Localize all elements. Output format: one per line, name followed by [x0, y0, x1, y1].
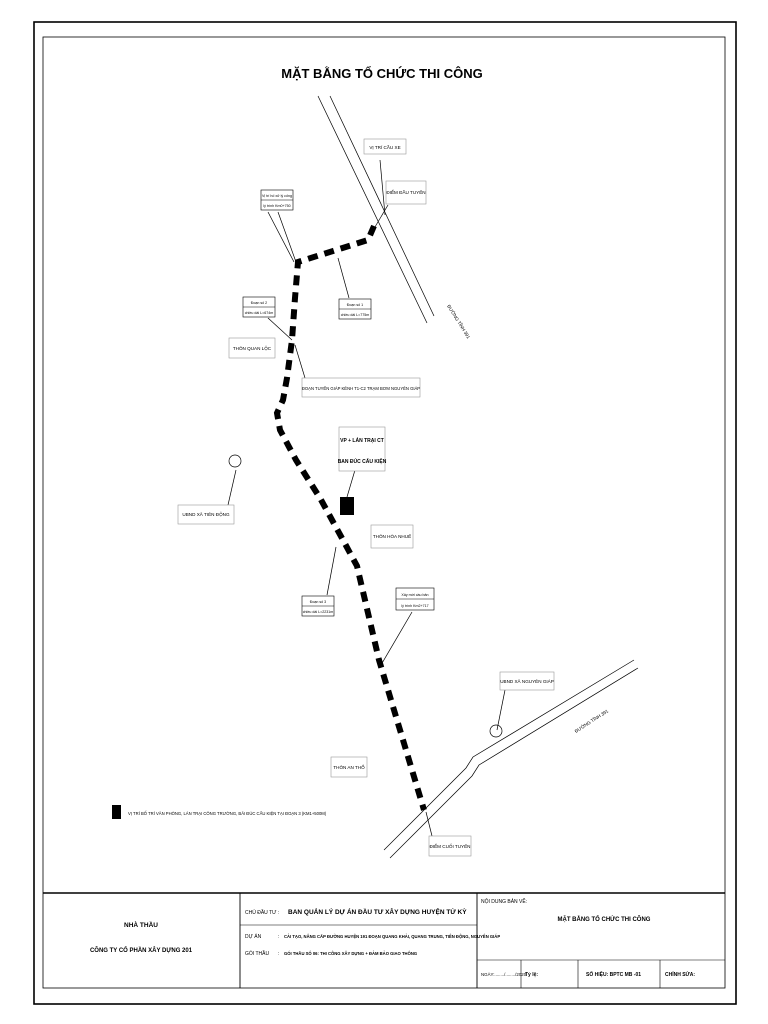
outer-border [33, 21, 737, 1005]
drawing-title: MẶT BẰNG TỔ CHỨC THI CÔNG [281, 66, 482, 81]
label-ubnd-tien-dong: UBND XÃ TIÊN ĐỘNG [177, 504, 235, 525]
svg-text:THÔN QUAN LỘC: THÔN QUAN LỘC [233, 345, 272, 351]
svg-text:chiều dài L=775m: chiều dài L=775m [341, 313, 369, 317]
site-office-marker [340, 497, 354, 515]
ubnd-tien-dong-marker [228, 454, 242, 468]
label-end-point: ĐIỂM CUỐI TUYẾN [428, 835, 472, 857]
svg-text:Đoạn số 3: Đoạn số 3 [310, 600, 326, 604]
label-segment-2: Đoạn số 2 chiều dài L=674m [242, 296, 276, 318]
ubnd-nguyen-giap-marker [489, 724, 503, 738]
svg-text:VỊ TRÍ CẦU XE: VỊ TRÍ CẦU XE [369, 144, 400, 150]
svg-text:ĐIỂM CUỐI TUYẾN: ĐIỂM CUỐI TUYẾN [429, 843, 470, 849]
label-village-quan-loc: THÔN QUAN LỘC [228, 337, 276, 359]
scale-field: Tỷ lệ: [525, 972, 538, 978]
project-label: DỰ ÁN [245, 933, 262, 940]
sheet-number-field: SỐ HIỆU: BPTC MB -01 [586, 970, 641, 978]
label-village-hoa-nhue: THÔN HÒA NHUẾ [370, 524, 414, 549]
project-value: CẢI TẠO, NÂNG CẤP ĐƯỜNG HUYỆN 191 ĐOẠN Q… [284, 934, 500, 939]
road-label-upper: ĐƯỜNG TỈNH 391 [446, 303, 472, 340]
road-upper [317, 95, 435, 324]
label-ubnd-nguyen-giap: UBND XÃ NGUYÊN GIÁP [499, 671, 555, 691]
label-canal-segment: ĐOẠN TUYẾN GIÁP KÊNH T1-C2 TRẠM BƠM NGUY… [301, 377, 420, 398]
svg-text:chiều dài L=674m: chiều dài L=674m [245, 311, 273, 315]
svg-text:ĐOẠN TUYẾN GIÁP KÊNH T1-C2 TRẠ: ĐOẠN TUYẾN GIÁP KÊNH T1-C2 TRẠM BƠM NGUY… [302, 386, 420, 391]
svg-text:ĐIỂM ĐẦU TUYẾN: ĐIỂM ĐẦU TUYẾN [386, 189, 425, 195]
svg-text:THÔN AN THỔ: THÔN AN THỔ [333, 764, 365, 770]
legend-swatch [112, 805, 121, 819]
drawing-content-label: NỘI DUNG BẢN VẼ: [481, 898, 527, 905]
legend-text: VỊ TRÍ BỐ TRÍ VĂN PHÒNG, LÁN TRẠI CÔNG T… [128, 811, 327, 816]
svg-text:Vị trí hố xử lý cống: Vị trí hố xử lý cống [262, 194, 292, 198]
legend: VỊ TRÍ BỐ TRÍ VĂN PHÒNG, LÁN TRẠI CÔNG T… [112, 805, 327, 819]
label-village-an-tho: THÔN AN THỔ [330, 756, 368, 778]
label-new-bridge-box: Xây mới cầu bản lý trình Km2+717 [395, 587, 435, 611]
label-segment-3: Đoạn số 3 chiều dài L=2231m [301, 595, 335, 617]
svg-text:Xây mới cầu bản: Xây mới cầu bản [401, 593, 428, 597]
owner-label: CHỦ ĐẦU TƯ : [245, 909, 279, 916]
label-site-office: VP + LÁN TRẠI CT BAN ĐÚC CẤU KIỆN [338, 426, 387, 472]
label-bridge-location: VỊ TRÍ CẦU XE [363, 138, 407, 155]
svg-text:UBND XÃ NGUYÊN GIÁP: UBND XÃ NGUYÊN GIÁP [500, 677, 554, 684]
label-segment-1: Đoạn số 1 chiều dài L=775m [338, 298, 372, 320]
package-colon: : [278, 951, 279, 957]
road-label-lower: ĐƯỜNG TỈNH 391 [573, 707, 609, 733]
route-line [273, 224, 427, 811]
owner-value: BAN QUẢN LÝ DỰ ÁN ĐẦU TƯ XÂY DỰNG HUYỆN … [288, 906, 467, 916]
revision-field: CHỈNH SỬA: [665, 971, 695, 978]
svg-text:VP + LÁN TRẠI CT: VP + LÁN TRẠI CT [340, 437, 384, 444]
project-colon: : [278, 934, 279, 940]
svg-text:lý trình Km2+717: lý trình Km2+717 [401, 604, 428, 608]
leader-lines [227, 159, 506, 837]
package-value: GÓI THẦU SỐ 06: THI CÔNG XÂY DỰNG + ĐẢM … [284, 951, 417, 956]
svg-text:UBND XÃ TIÊN ĐỘNG: UBND XÃ TIÊN ĐỘNG [182, 510, 230, 517]
label-start-point: ĐIỂM ĐẦU TUYẾN [385, 180, 427, 205]
date-field: NGÀY:......../......../2020 [481, 972, 527, 977]
label-culvert-box: Vị trí hố xử lý cống lý trình Km0+750 [260, 189, 294, 211]
svg-text:BAN ĐÚC CẤU KIỆN: BAN ĐÚC CẤU KIỆN [338, 457, 387, 465]
svg-text:chiều dài L=2231m: chiều dài L=2231m [303, 610, 333, 614]
contractor-label: NHÀ THẦU [124, 919, 158, 929]
drawing-content-value: MẶT BẰNG TỔ CHỨC THI CÔNG [558, 915, 651, 923]
title-block [43, 892, 725, 988]
svg-text:Đoạn số 1: Đoạn số 1 [347, 303, 363, 307]
svg-text:lý trình Km0+750: lý trình Km0+750 [263, 204, 290, 208]
contractor-name: CÔNG TY CỔ PHẦN XÂY DỰNG 201 [90, 946, 193, 954]
package-label: GÓI THẦU [245, 950, 269, 957]
svg-text:THÔN HÒA NHUẾ: THÔN HÒA NHUẾ [373, 533, 411, 539]
svg-text:Đoạn số 2: Đoạn số 2 [251, 301, 267, 305]
inner-border [42, 36, 726, 989]
